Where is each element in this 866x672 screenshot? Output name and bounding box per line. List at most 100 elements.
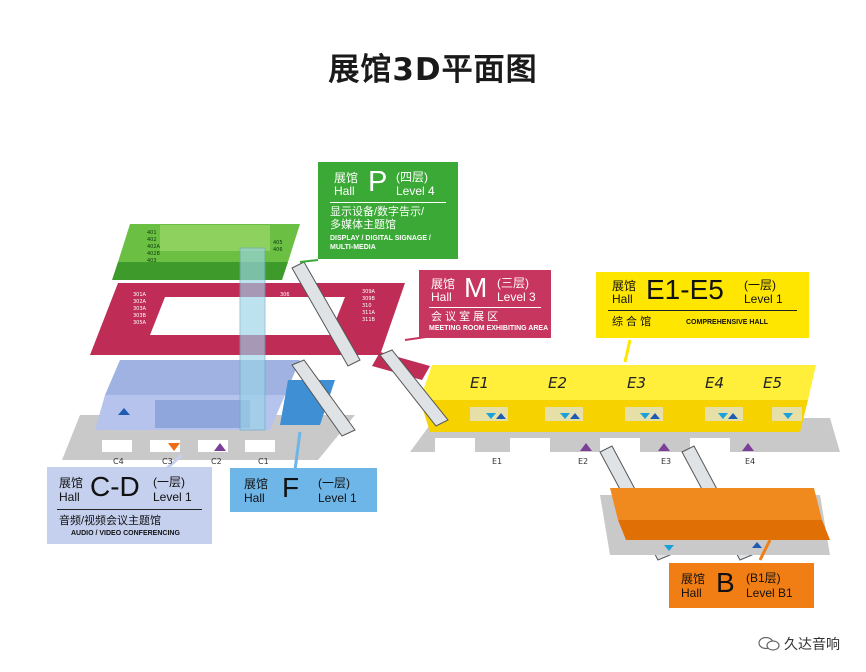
callout-b: [758, 539, 772, 561]
hall-letter: F: [282, 472, 300, 503]
svg-text:303A: 303A: [133, 306, 147, 312]
floor-cn: (三层): [497, 276, 529, 290]
svg-text:402B: 402B: [147, 251, 161, 257]
label-hall-m: 展馆 Hall M (三层) Level 3 会 议 室 展 区 MEETING…: [419, 270, 551, 338]
hall-en: Hall: [59, 490, 80, 504]
hall-en: Hall: [681, 586, 702, 600]
hall-cn: 展馆: [612, 279, 637, 293]
hall-cn: 展馆: [681, 572, 706, 586]
e-hall-name: E3: [627, 374, 647, 392]
svg-text:309B: 309B: [362, 296, 376, 302]
svg-text:307B: 307B: [280, 299, 294, 305]
floor-en: Level B1: [746, 586, 793, 600]
svg-text:310: 310: [362, 303, 372, 309]
entrance-arrows: [118, 408, 793, 551]
entrance-label: C1: [258, 457, 269, 466]
svg-text:301A: 301A: [133, 292, 147, 298]
svg-text:305A: 305A: [133, 320, 147, 326]
floor-en: Level 4: [396, 184, 435, 198]
floor-en: Level 3: [497, 290, 536, 304]
svg-text:306: 306: [280, 292, 290, 298]
e-hall-name: E1: [470, 374, 490, 392]
desc-en-1: DISPLAY / DIGITAL SIGNAGE /: [330, 235, 431, 242]
label-hall-b: 展馆 Hall B (B1层) Level B1: [669, 563, 814, 608]
e-hall-name: E5: [763, 374, 783, 392]
floor-en: Level 1: [318, 491, 357, 505]
svg-text:311B: 311B: [362, 317, 376, 323]
floor-en: Level 1: [153, 490, 192, 504]
entrance-label: E1: [492, 457, 503, 466]
hall-en: Hall: [334, 184, 355, 198]
hall-letter: E1-E5: [646, 274, 724, 305]
svg-text:403: 403: [147, 258, 157, 264]
hall-p-inner: [160, 225, 270, 251]
floor-cn: (四层): [396, 170, 428, 184]
hall-cn: 展馆: [59, 476, 84, 490]
entrance-label: E2: [578, 457, 589, 466]
hall-letter: B: [716, 567, 735, 598]
svg-text:405: 405: [273, 240, 283, 246]
watermark: 久达音响: [757, 634, 840, 654]
hall-letter: C-D: [90, 471, 140, 502]
hall-cn: 展馆: [334, 171, 359, 185]
desc-cn: 综 合 馆: [612, 316, 652, 328]
floor-en: Level 1: [744, 292, 783, 306]
floor-cn: (一层): [153, 475, 185, 489]
entrance-label: E4: [745, 457, 756, 466]
wechat-icon: [757, 636, 780, 651]
entrance-label: C2: [211, 457, 222, 466]
svg-text:311A: 311A: [362, 310, 376, 316]
hall-e-top: [420, 365, 816, 400]
entrance-label: C4: [113, 457, 124, 466]
hall-cn: 展馆: [431, 277, 456, 291]
svg-text:302A: 302A: [133, 299, 147, 305]
desc-cn-2: 多媒体主题馆: [330, 219, 396, 231]
callout-f: [293, 431, 302, 471]
svg-text:401: 401: [147, 230, 157, 236]
e-hall-name: E4: [705, 374, 725, 392]
floor-cn: (B1层): [746, 571, 781, 585]
hall-cd-top: [105, 360, 300, 395]
hall-en: Hall: [244, 491, 265, 505]
svg-text:309A: 309A: [362, 289, 376, 295]
hall-b-top: [610, 488, 822, 520]
svg-text:406: 406: [273, 247, 283, 253]
hall-en: Hall: [612, 292, 633, 306]
desc-en: MEETING ROOM EXHIBITING AREA: [429, 325, 549, 332]
page-title: 展馆3D平面图: [328, 52, 538, 88]
callout-lines: [299, 259, 319, 263]
hall-b-front: [618, 520, 830, 540]
desc-cn: 音频/视频会议主题馆: [59, 515, 162, 527]
entrance-label: E3: [661, 457, 672, 466]
label-hall-f: 展馆 Hall F (一层) Level 1: [230, 468, 377, 512]
label-hall-e: 展馆 Hall E1-E5 (一层) Level 1 综 合 馆 COMPREH…: [596, 272, 809, 338]
desc-cn: 会 议 室 展 区: [431, 311, 499, 323]
watermark-text: 久达音响: [784, 637, 840, 653]
label-hall-cd: 展馆 Hall C-D (一层) Level 1 音频/视频会议主题馆 AUDI…: [47, 467, 212, 544]
hall-cn: 展馆: [244, 477, 269, 491]
svg-text:307A: 307A: [280, 306, 294, 312]
desc-en: COMPREHENSIVE HALL: [686, 319, 769, 326]
svg-text:309: 309: [280, 320, 290, 326]
hall-en: Hall: [431, 290, 452, 304]
svg-text:308: 308: [280, 313, 290, 319]
desc-en-2: MULTI-MEDIA: [330, 244, 376, 251]
desc-cn-1: 显示设备/数字告示/: [330, 206, 425, 218]
elevator-shaft: [239, 247, 266, 431]
svg-text:402A: 402A: [147, 244, 161, 250]
floor-cn: (一层): [318, 476, 350, 490]
hall-letter: M: [464, 272, 488, 303]
svg-text:402: 402: [147, 237, 157, 243]
desc-en: AUDIO / VIDEO CONFERENCING: [71, 530, 180, 537]
hall-cd-inner: [155, 400, 250, 428]
callout-e: [623, 339, 632, 363]
label-hall-p: 展馆 Hall P (四层) Level 4 显示设备/数字告示/ 多媒体主题馆…: [318, 162, 458, 259]
floor-cn: (一层): [744, 278, 776, 292]
entrance-label: C3: [162, 457, 173, 466]
svg-text:303B: 303B: [133, 313, 147, 319]
e-hall-name: E2: [548, 374, 568, 392]
hall-letter: P: [368, 166, 388, 198]
